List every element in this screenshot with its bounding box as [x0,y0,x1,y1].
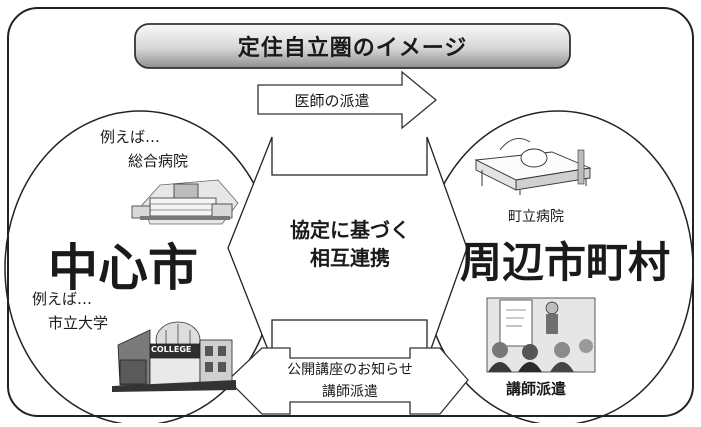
left-example2-line1: 例えば… [32,290,93,308]
left-example1-line2: 総合病院 [128,152,189,170]
hospital-bed-icon [474,137,592,195]
top-arrow-right [257,70,438,130]
top-arrow-label: 医師の派遣 [294,92,370,110]
college-campus-icon [112,321,236,392]
left-example2-line2: 市立大学 [48,314,109,332]
right-sub-label-top: 町立病院 [508,209,564,225]
center-label-line2: 相互連携 [310,246,390,270]
bottom-arrow-label-line2: 講師派遣 [322,384,378,400]
left-example1-line1: 例えば… [100,128,161,146]
diagram-title: 定住自立圏のイメージ [237,36,468,61]
right-sub-label-bottom: 講師派遣 [506,380,567,398]
college-sign-label: COLLEGE [151,345,192,354]
left-circle-heading: 中心市 [48,239,198,297]
center-label-line1: 協定に基づく [290,218,410,242]
bottom-double-arrow [227,347,469,415]
bottom-arrow-label-line1: 公開講座のお知らせ [287,362,413,378]
hospital-building-icon [131,179,239,225]
right-circle-heading: 周辺市町村 [460,238,671,287]
lecture-audience-icon [486,297,596,373]
title-pill [134,23,571,69]
